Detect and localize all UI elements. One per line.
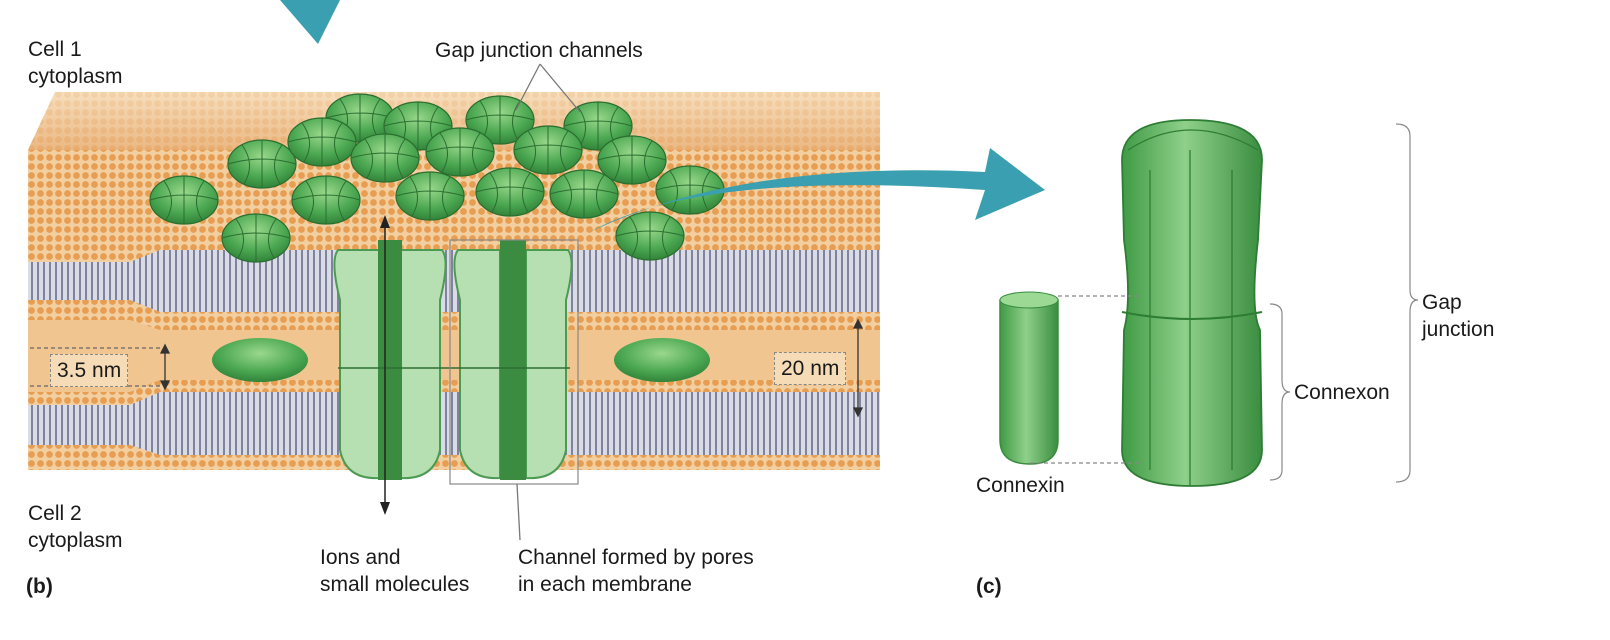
- cell2-line2: cytoplasm: [28, 529, 123, 552]
- dimension-small-label: 3.5 nm: [50, 354, 129, 387]
- pores-line2: in each membrane: [518, 573, 692, 596]
- connexon-label: Connexon: [1294, 381, 1390, 404]
- gap-junction-label: Gap junction: [1422, 289, 1494, 343]
- cell2-label: Cell 2 cytoplasm: [28, 500, 123, 554]
- connexin-unit: [999, 291, 1059, 465]
- panel-b-letter: (b): [26, 575, 53, 598]
- pores-label: Channel formed by pores in each membrane: [518, 544, 754, 598]
- cell1-line1: Cell 1: [28, 38, 82, 61]
- ions-label: Ions and small molecules: [320, 544, 469, 598]
- ion-flow-arrow: [380, 215, 390, 515]
- gap-junction-line2: junction: [1422, 318, 1495, 341]
- leader-lines: [515, 63, 581, 541]
- ions-line2: small molecules: [320, 573, 470, 596]
- connexin-label: Connexin: [976, 474, 1065, 497]
- connexon-domes: [149, 93, 725, 382]
- teal-arrow-top: [280, 0, 340, 44]
- dimension-large-label: 20 nm: [774, 352, 847, 385]
- channel-cross-sections: [333, 239, 579, 485]
- gap-junction-channels-label: Gap junction channels: [435, 39, 643, 62]
- ions-line1: Ions and: [320, 546, 401, 569]
- panel-c-letter: (c): [976, 575, 1002, 598]
- cell1-line2: cytoplasm: [28, 65, 123, 88]
- cell1-label: Cell 1 cytoplasm: [28, 36, 123, 90]
- gap-junction-line1: Gap: [1422, 291, 1462, 314]
- pores-line1: Channel formed by pores: [518, 546, 754, 569]
- panel-c-guides: [1030, 123, 1419, 483]
- cell2-line1: Cell 2: [28, 502, 82, 525]
- gap-junction-unit: [1121, 119, 1263, 487]
- teal-arrow-curve: [590, 148, 1045, 232]
